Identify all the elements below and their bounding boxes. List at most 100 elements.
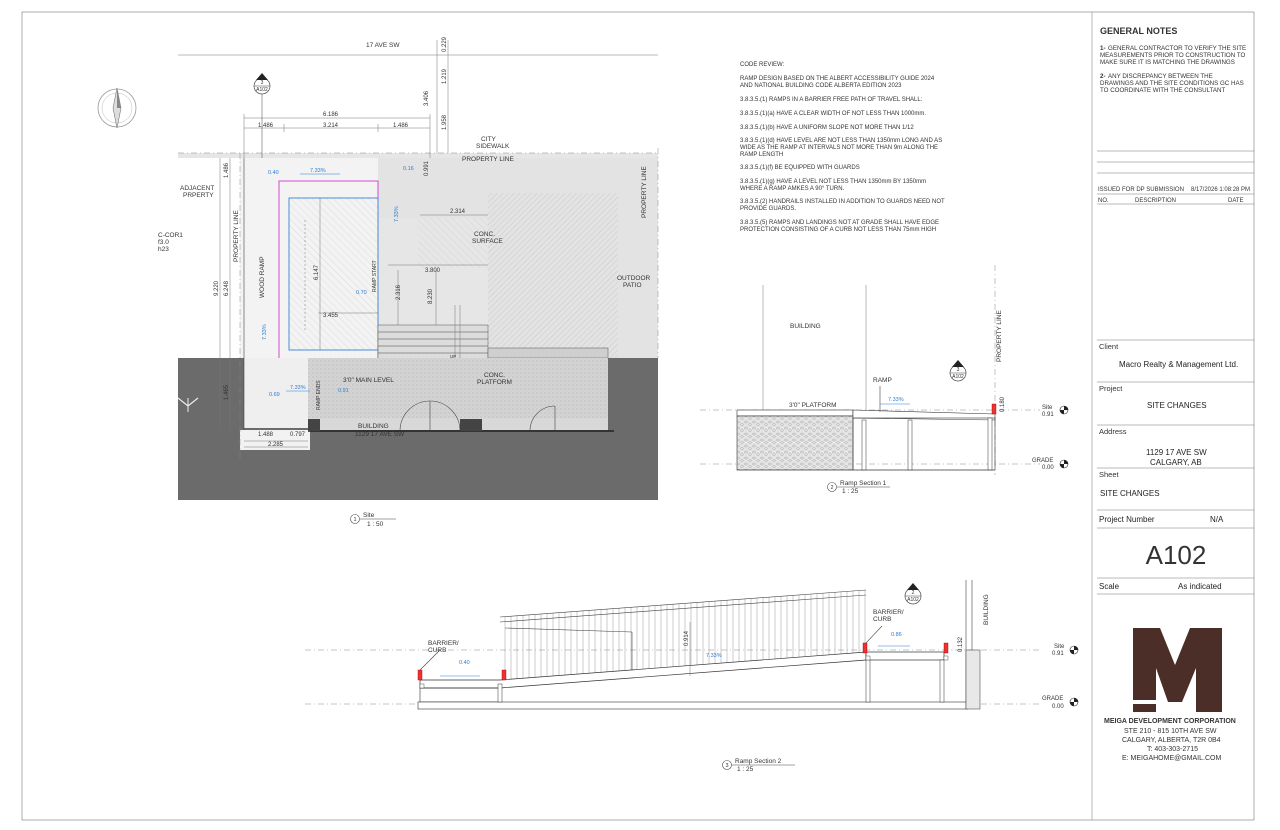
dim-3455: 3.455 [323,313,339,319]
code-review-notes: CODE REVIEW: RAMP DESIGN BASED ON THE AL… [740,62,945,233]
s2-view-name: Ramp Section 2 [735,758,782,765]
s1-building-label: BUILDING [790,323,821,330]
site-tag-number: 3 [261,80,264,86]
dim-0991: 0.991 [424,160,430,176]
company-phone: T: 403-303-2715 [1147,746,1198,753]
slope-3: 7.33% [262,324,268,340]
dim-8230: 8.230 [428,288,434,304]
s1-property-line-label: PROPERTY LINE [996,310,1003,362]
s2-tag-number: 2 [912,590,915,596]
s1-dim: 0.180 [1000,396,1006,412]
ramp-section-2-view: BARRIER/ CURB BARRIER/ CURB 0.40 0.86 7.… [305,580,1079,773]
site-tag-sheet: A102 [256,87,268,93]
sheet-value: SITE CHANGES [1100,489,1160,498]
s2-grade-label: GRADE [1042,696,1063,702]
s1-grade-label: GRADE [1032,458,1053,464]
code-line-15: 3.8.3.5.(1)(g) HAVE A LEVEL NOT LESS THA… [740,179,926,185]
s1-tag-icon [949,360,967,382]
street-label: 17 AVE SW [366,42,400,49]
s2-level-left: 0.40 [459,660,470,666]
project-number-label: Project Number [1099,515,1155,524]
property-line-right-label: PROPERTY LINE [641,166,648,218]
s2-slope: 7.33% [706,653,722,659]
note1-line-3: MAKE SURE IT IS MATCHING THE DRAWINGS [1100,59,1235,66]
s2-barrier-right-1: BARRIER/ [873,609,904,616]
s1-platform-label: 3'0" PLATFORM [789,402,837,409]
level-069: 0.69 [269,392,280,398]
section-tag-icon [253,73,271,158]
dim-2285: 2.285 [268,442,284,448]
s2-site-level: 0.91 [1052,651,1064,657]
up-label: UP [450,354,456,359]
conc-platform-label-1: CONC. [484,372,505,379]
conc-surface-label-2: SURFACE [472,238,503,245]
s2-view-number: 3 [725,763,728,769]
level-091: 0.91 [338,388,349,394]
note2-number: 2- [1100,73,1106,80]
zoning-3: h23 [158,246,169,253]
s2-grade-marker-icon [1069,697,1079,707]
dim-0797: 0.797 [290,432,306,438]
s1-view-number: 2 [830,485,833,491]
s1-grade-level: 0.00 [1042,465,1054,471]
s1-level-marker-icon [1059,405,1069,415]
dim-1465: 1.465 [224,384,230,400]
issue-col-date: DATE [1228,198,1244,204]
conc-surface-label-1: CONC. [474,231,495,238]
zoning-2: f3.0 [158,239,169,246]
outdoor-patio-label-2: PATIO [623,282,642,289]
issue-datetime: 8/17/2026 1:08:28 PM [1191,187,1250,193]
s1-slope: 7.33% [888,397,904,403]
general-notes-title: GENERAL NOTES [1100,26,1177,36]
s2-level-right: 0.86 [891,632,902,638]
company-logo [1133,628,1222,712]
s2-dim: 0.914 [684,630,690,646]
building-label: BUILDING [358,423,389,430]
address-line-2: CALGARY, AB [1150,458,1202,467]
dim-1486b: 1.486 [393,123,409,129]
s2-building-label: BUILDING [983,594,990,625]
dim-0229: 0.229 [442,36,448,52]
dim-6186: 6.186 [323,112,339,118]
building-address-label: 1129 17 AVE SW [355,431,405,438]
dim-2314: 2.314 [450,209,466,215]
north-arrow-icon [97,87,137,129]
site-view-scale: 1 : 50 [367,521,384,528]
sheet-border [21,11,1255,821]
scale-value: As indicated [1178,582,1222,591]
adjacent-label-2: PRPERTY [183,192,214,199]
property-line-label: PROPERTY LINE [462,156,514,163]
dim-6248: 6.248 [224,280,230,296]
s1-grade-marker-icon [1059,459,1069,469]
dim-3406: 3.406 [424,90,430,106]
ramp-section-1-view: BUILDING RAMP 3'0" PLATFORM 7.33% PROPER… [700,265,1069,495]
company-name: MEIGA DEVELOPMENT CORPORATION [1104,718,1236,725]
company-email: E: MEIGAHOME@GMAIL.COM [1122,755,1221,762]
s2-tag-icon [904,583,922,605]
ramp-ends-label: RAMP ENDS [316,380,322,410]
code-line-13: 3.8.3.5.(1)(f) BE EQUIPPED WITH GUARDS [740,165,860,171]
level-016: 0.16 [403,166,414,172]
code-line-7: 3.8.3.5.(1)(b) HAVE A UNIFORM SLOPE NOT … [740,125,914,131]
s2-site-label: Site [1054,644,1065,650]
project-value: SITE CHANGES [1147,401,1207,410]
dim-1486v: 1.486 [224,162,230,178]
ramp-start-label: RAMP START [372,260,378,292]
site-view-name: Site [363,512,375,519]
city-sidewalk-label-2: SIDEWALK [476,143,510,150]
outdoor-patio-label-1: OUTDOOR [617,275,651,282]
dim-1486a: 1.486 [258,123,274,129]
code-line-10: WIDE AS THE RAMP AT INTERVALS NOT MORE T… [740,145,938,151]
s2-level-marker-icon [1069,645,1079,655]
note2-line-2: DRAWINGS AND THE SITE CONDITIONS GC HAS [1100,80,1244,87]
conc-platform-label-2: PLATFORM [477,379,512,386]
dim-1488: 1.488 [258,432,274,438]
issue-col-desc: DESCRIPTION [1135,198,1176,204]
concrete-platform [308,358,608,428]
note2-line-1: ANY DISCREPANCY BETWEEN THE [1108,73,1213,80]
adjacent-label-1: ADJACENT [180,185,214,192]
s1-site-label: Site [1042,405,1053,411]
s2-barrier-right-2: CURB [873,616,891,623]
code-line-22: PROTECTION CONSISTING OF A CURB NOT LESS… [740,227,936,233]
s1-ramp-label: RAMP [873,377,892,384]
